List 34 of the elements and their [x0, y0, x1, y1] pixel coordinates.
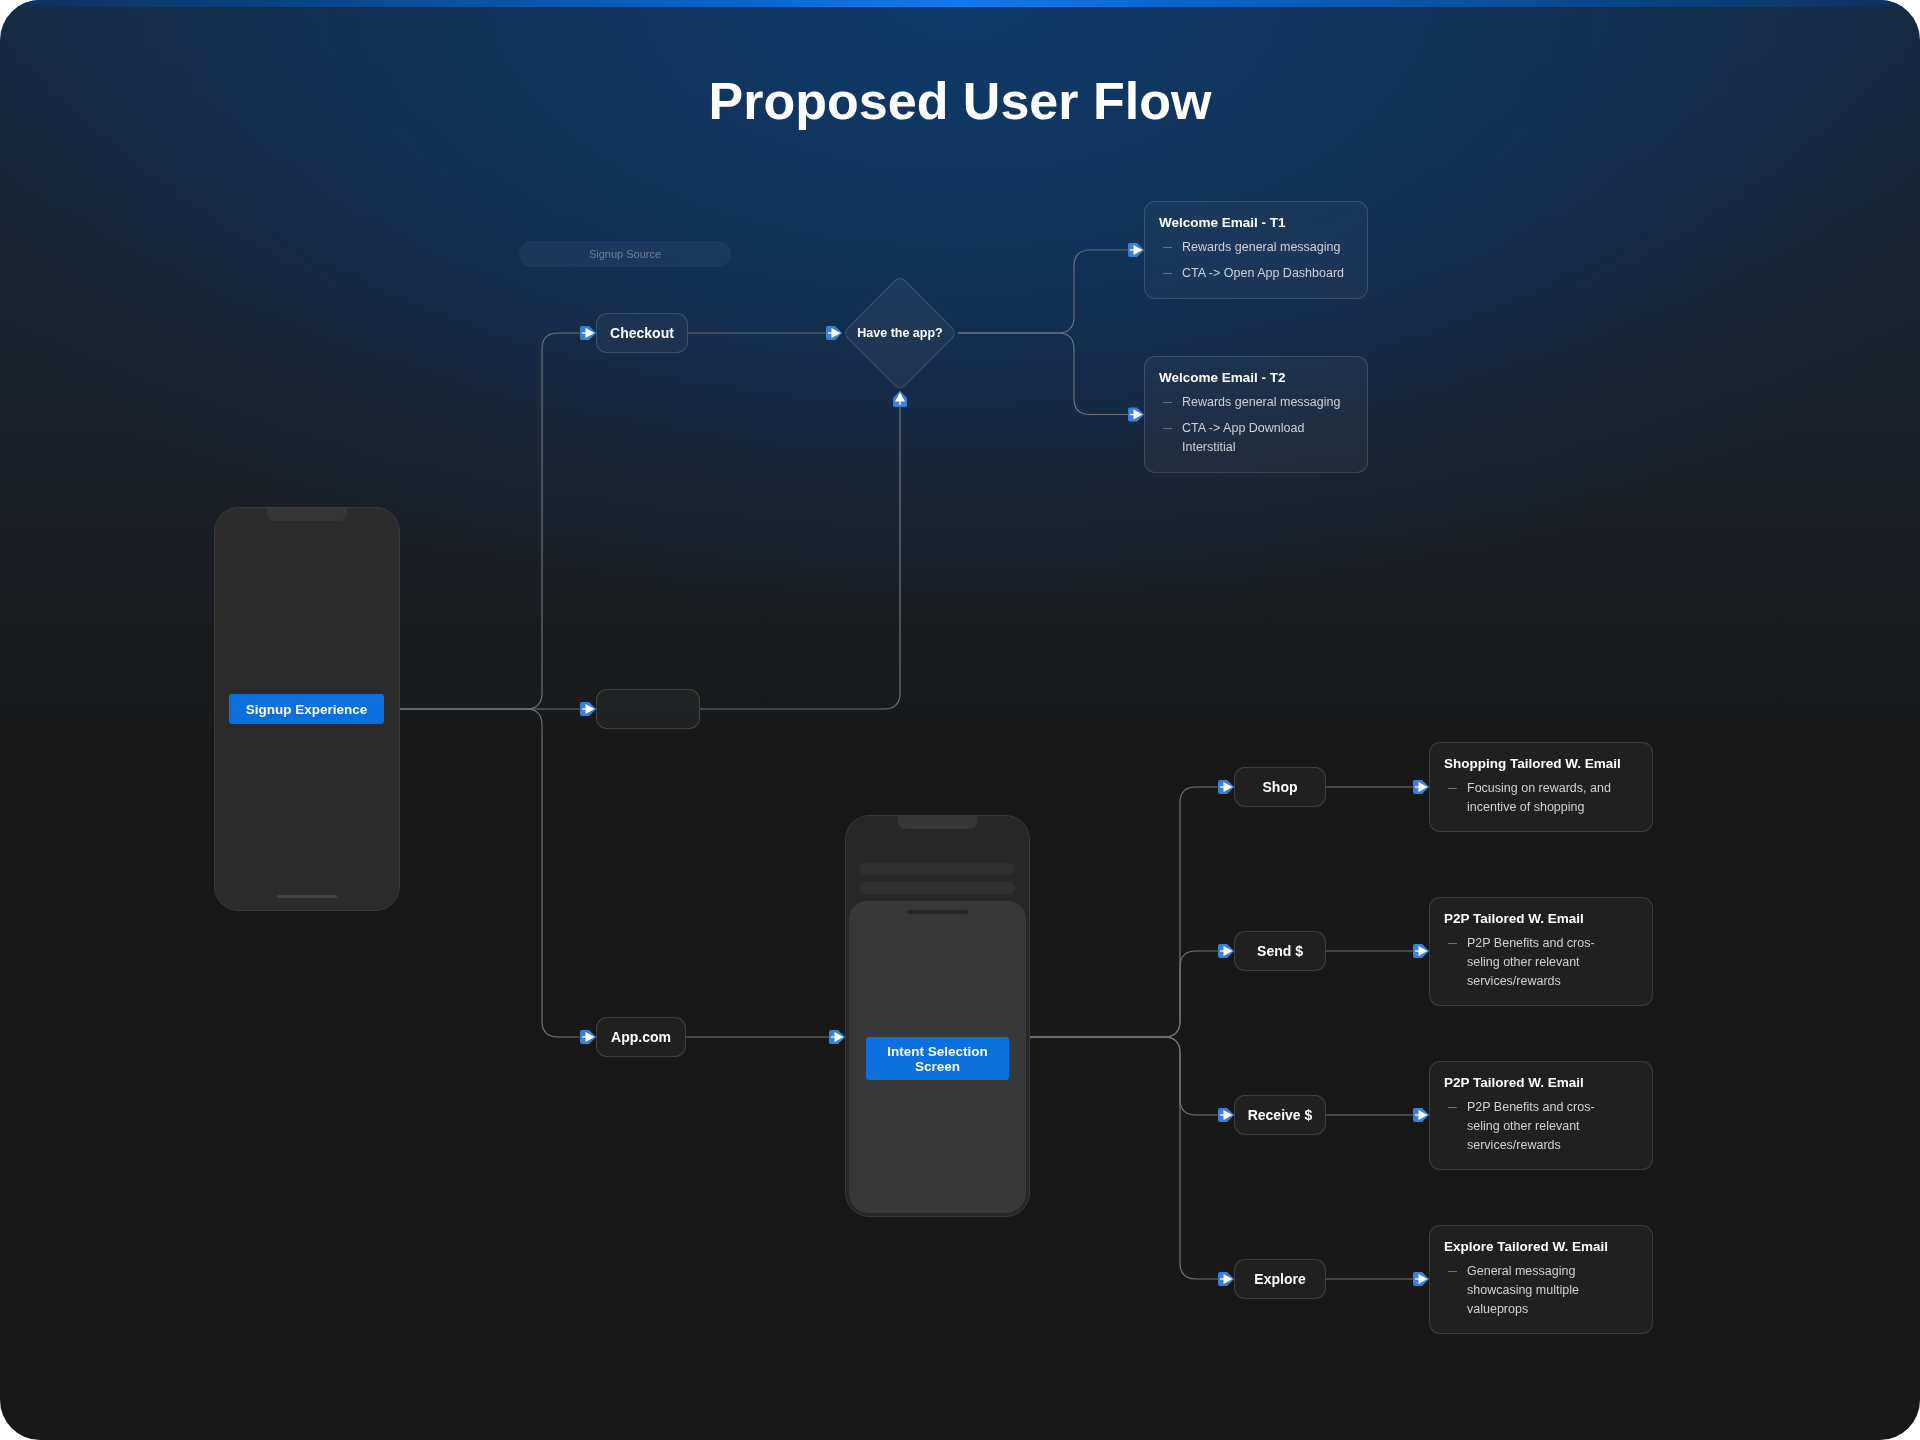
- bullet-text: CTA -> App Download Interstitial: [1182, 420, 1306, 456]
- step-box: Shop: [1234, 767, 1326, 807]
- step-box: Explore: [1234, 1259, 1326, 1299]
- phone-drawing: [845, 815, 1030, 1217]
- card-title: P2P Tailored W. Email: [1444, 910, 1584, 927]
- email-card: [1429, 742, 1653, 832]
- bullet-text: Rewards general messaging: [1182, 239, 1341, 256]
- step-box: Receive $: [1234, 1095, 1326, 1135]
- bullet-text: P2P Benefits and cros-seling other relevant services/rewards: [1467, 935, 1596, 990]
- email-card: [1144, 356, 1368, 473]
- bullet-text: General messaging showcasing multiple valueprops: [1467, 1263, 1580, 1318]
- card-title: P2P Tailored W. Email: [1444, 1074, 1584, 1091]
- cta-button: Intent Selection Screen: [866, 1037, 1009, 1080]
- card-title: Explore Tailored W. Email: [1444, 1238, 1609, 1255]
- email-card: [1429, 1061, 1653, 1170]
- cta-button: Signup Experience: [229, 694, 384, 724]
- card-title: Shopping Tailored W. Email: [1444, 755, 1621, 772]
- bullet-text: P2P Benefits and cros-seling other relevant services/rewards: [1467, 1099, 1596, 1154]
- card-title: Welcome Email - T2: [1159, 369, 1286, 386]
- phone-drawing: [214, 507, 400, 911]
- step-box: Send $: [1234, 931, 1326, 971]
- diagram-title: Proposed User Flow: [708, 71, 1212, 132]
- bullet-text: Focusing on rewards, and incentive of shopping: [1467, 780, 1612, 816]
- bullet-text: Rewards general messaging: [1182, 394, 1341, 411]
- card-title: Welcome Email - T1: [1159, 214, 1286, 231]
- step-box: App.com: [596, 1017, 686, 1057]
- email-card: [1429, 1225, 1653, 1334]
- email-card: [1429, 897, 1653, 1006]
- bullet-text: CTA -> Open App Dashboard: [1182, 265, 1345, 282]
- decision-label: Have the app?: [857, 325, 943, 341]
- step-box: Checkout: [596, 313, 688, 353]
- email-card: [1144, 201, 1368, 299]
- section-pill: Signup Source: [519, 241, 731, 267]
- step-box: [596, 689, 700, 729]
